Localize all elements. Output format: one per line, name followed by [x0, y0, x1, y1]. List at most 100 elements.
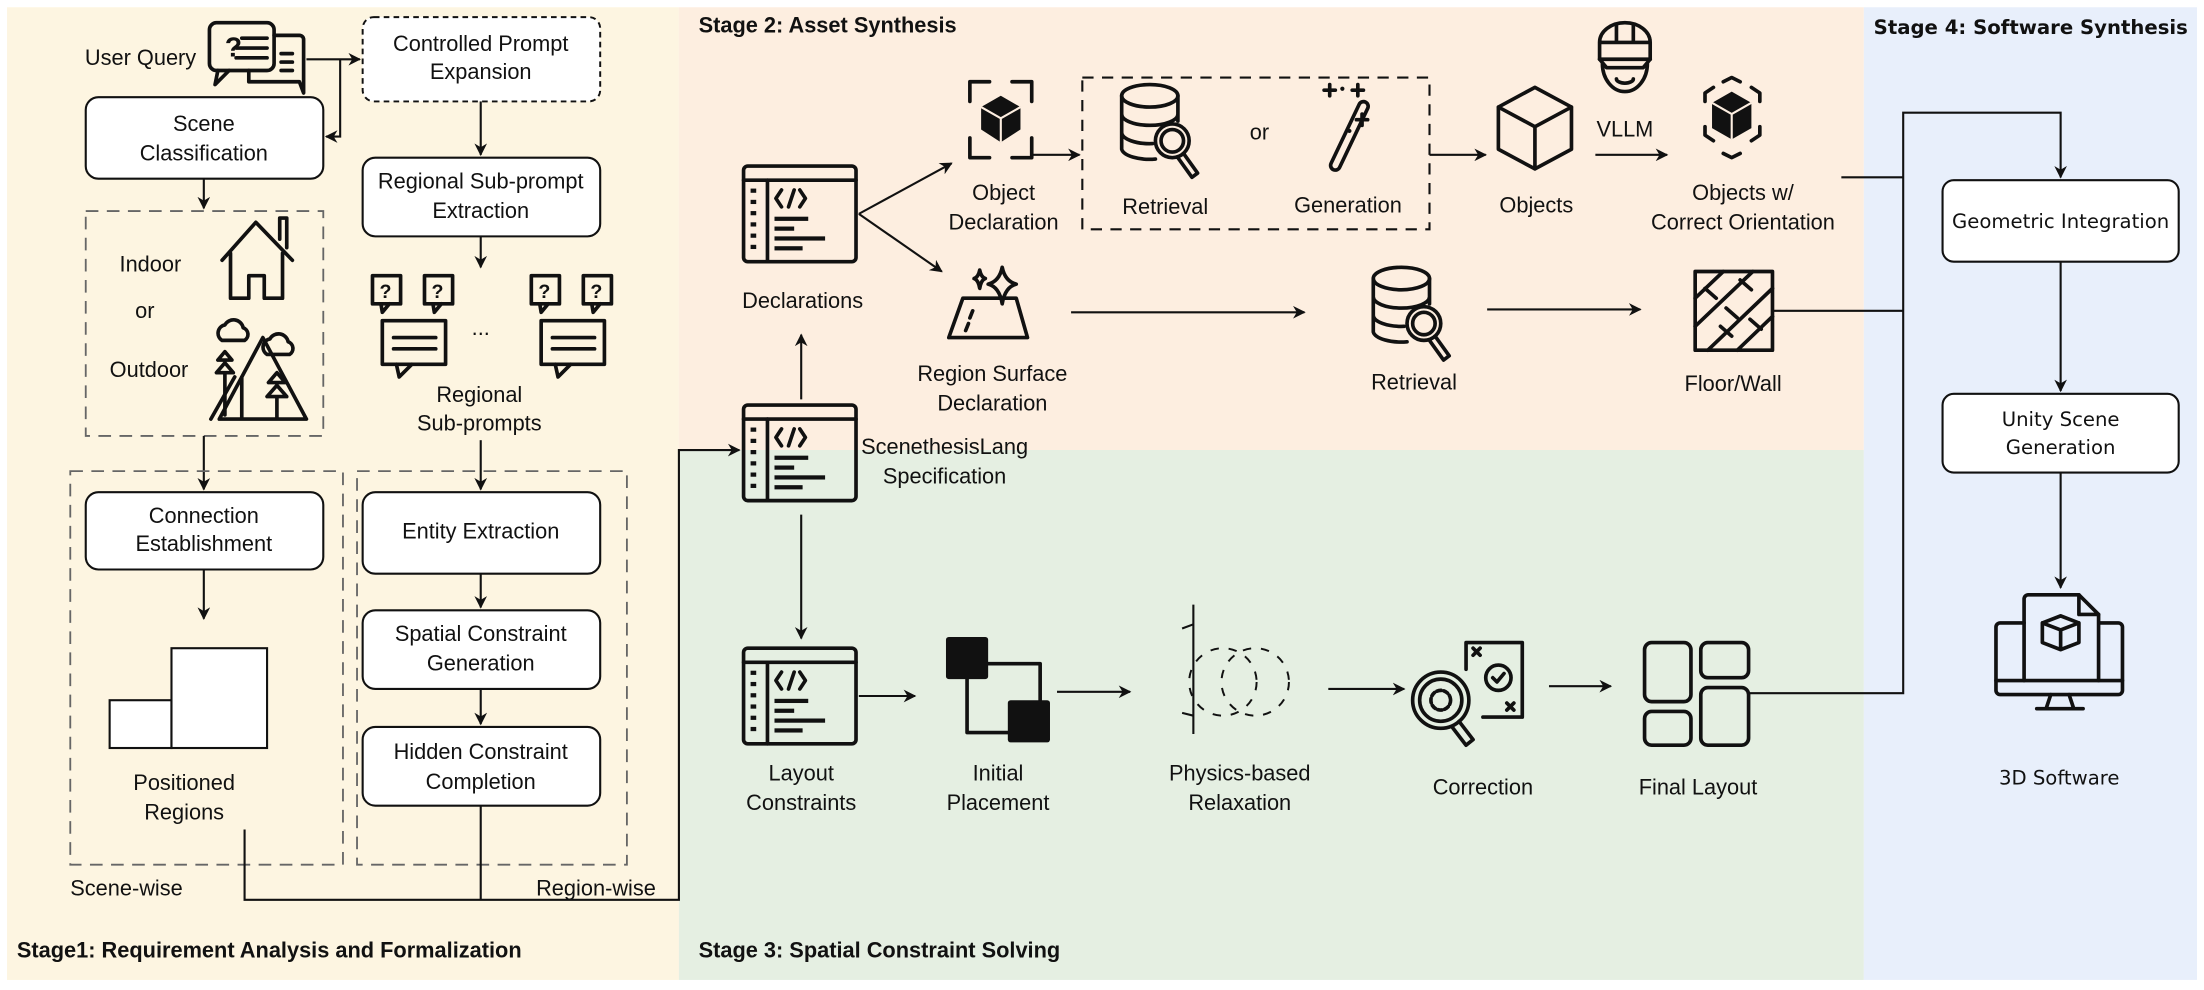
- chat-query-icon: ?: [207, 20, 306, 95]
- or-label: or: [135, 298, 154, 323]
- region-wise-label: Region-wise: [536, 876, 656, 901]
- lc-line2: Constraints: [746, 790, 856, 815]
- stage1-title: Stage1: Requirement Analysis and Formali…: [17, 937, 522, 962]
- positioned-line2: Regions: [144, 800, 224, 825]
- svg-text:?: ?: [225, 31, 242, 62]
- ip-line1: Initial: [973, 760, 1024, 785]
- surface-line2: Declaration: [937, 391, 1047, 416]
- house-icon: [220, 216, 295, 301]
- spec-line1: ScenethesisLang: [861, 434, 1028, 459]
- generation-label: Generation: [1294, 192, 1402, 217]
- scene-class-line1: Scene: [173, 111, 235, 136]
- positioned-line1: Positioned: [133, 770, 235, 795]
- cube-icon: [1496, 85, 1574, 171]
- stage3-title: Stage 3: Spatial Constraint Solving: [699, 937, 1061, 962]
- oriented-line2: Correct Orientation: [1651, 209, 1835, 234]
- floor-wall-label: Floor/Wall: [1685, 371, 1782, 396]
- oriented-line1: Objects w/: [1692, 180, 1795, 205]
- or-label-assets: or: [1250, 119, 1269, 144]
- magic-wand-icon: [1322, 82, 1370, 172]
- ip-line2: Placement: [947, 790, 1050, 815]
- correction-icon: [1410, 640, 1525, 748]
- regional-subprompts-line2: Sub-prompts: [417, 410, 542, 435]
- software-3d-label: 3D Software: [1999, 767, 2120, 790]
- floor-wall-texture-icon: [1693, 269, 1775, 353]
- indoor-label: Indoor: [120, 252, 182, 277]
- unity-scene-generation-box: [1941, 392, 2180, 474]
- unity-line1: Unity Scene: [2002, 408, 2120, 431]
- scg-line1: Spatial Constraint: [395, 621, 567, 646]
- surface-line1: Region Surface: [917, 361, 1067, 386]
- region-wise-group: [356, 470, 628, 866]
- objdecl-line2: Declaration: [949, 209, 1059, 234]
- cpe-line1: Controlled Prompt: [393, 31, 568, 56]
- mountain-icon: [209, 318, 309, 421]
- rse-line1: Regional Sub-prompt: [378, 169, 584, 194]
- surface-retrieval-label: Retrieval: [1371, 370, 1457, 395]
- positioned-regions-icon: [108, 647, 269, 750]
- stage2-title: Stage 2: Asset Synthesis: [699, 13, 957, 38]
- svg-text:Objects w/Correct Orientation: Objects w/Correct Orientation: [1651, 180, 1835, 235]
- objects-label: Objects: [1499, 192, 1573, 217]
- pr-line1: Physics-based: [1169, 760, 1311, 785]
- stage4-panel: [1863, 7, 2197, 980]
- hcc-line1: Hidden Constraint: [394, 739, 568, 764]
- stage4-title: Stage 4: Software Synthesis: [1874, 16, 2188, 39]
- object-declaration-icon: [968, 79, 1034, 160]
- user-query-label: User Query: [85, 45, 196, 70]
- physics-relaxation-icon: [1181, 604, 1290, 734]
- initial-placement-icon: [945, 636, 1050, 743]
- vllm-label: VLLM: [1596, 117, 1653, 142]
- scene-class-line2: Classification: [140, 140, 268, 165]
- scg-line2: Generation: [427, 651, 535, 676]
- conn-line2: Establishment: [135, 531, 272, 556]
- unity-line2: Generation: [2006, 436, 2116, 459]
- subprompt-ellipsis: ...: [472, 315, 490, 340]
- rse-line2: Extraction: [432, 198, 529, 223]
- subprompt-bubbles-icon: ?: [370, 273, 614, 379]
- declarations-label: Declarations: [742, 288, 863, 313]
- entity-extraction-label: Entity Extraction: [402, 519, 559, 544]
- objdecl-line1: Object: [972, 180, 1035, 205]
- spec-line2: Specification: [883, 464, 1006, 489]
- regional-subprompts-line1: Regional: [436, 382, 522, 407]
- hcc-line2: Completion: [426, 769, 536, 794]
- controlled-prompt-expansion-box: [361, 16, 602, 103]
- geometric-integration-label: Geometric Integration: [1952, 210, 2169, 233]
- retrieval-label: Retrieval: [1122, 194, 1208, 219]
- lc-line1: Layout: [769, 760, 834, 785]
- scene-wise-label: Scene-wise: [70, 876, 183, 901]
- correction-label: Correction: [1433, 774, 1533, 799]
- region-surface-icon: [946, 265, 1030, 340]
- scene-classification-box: [84, 96, 325, 180]
- oriented-object-icon: [1703, 75, 1762, 160]
- asset-source-group: [1081, 76, 1431, 231]
- conn-line1: Connection: [149, 503, 259, 528]
- pr-line2: Relaxation: [1188, 790, 1291, 815]
- cpe-line2: Expansion: [430, 59, 532, 84]
- svg-text:?: ?: [380, 281, 392, 303]
- outdoor-label: Outdoor: [110, 357, 189, 382]
- vr-headset-icon: [1597, 20, 1653, 94]
- final-layout-icon: [1642, 640, 1751, 748]
- monitor-3d-file-icon: [1994, 592, 2125, 711]
- final-layout-label: Final Layout: [1639, 774, 1758, 799]
- scene-wise-group: [69, 470, 344, 866]
- stage3-panel: [678, 450, 1864, 980]
